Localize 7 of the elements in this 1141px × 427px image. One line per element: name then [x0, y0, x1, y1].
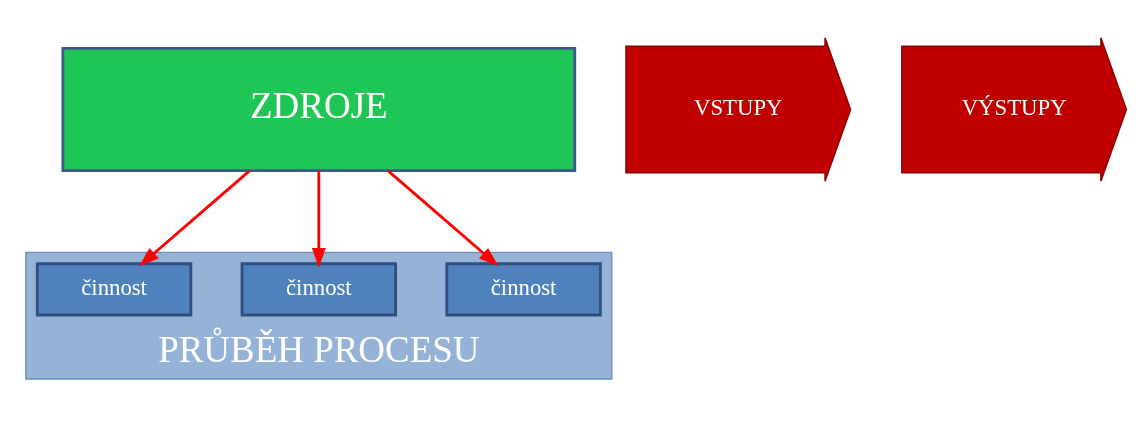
arrow	[311, 170, 326, 268]
node-box: činnost	[35, 261, 193, 316]
node-box: činnost	[445, 261, 602, 316]
node-box: ZDROJE	[61, 46, 577, 172]
node-box: činnost	[240, 261, 398, 316]
arrow	[139, 169, 251, 266]
arrow	[387, 169, 499, 266]
